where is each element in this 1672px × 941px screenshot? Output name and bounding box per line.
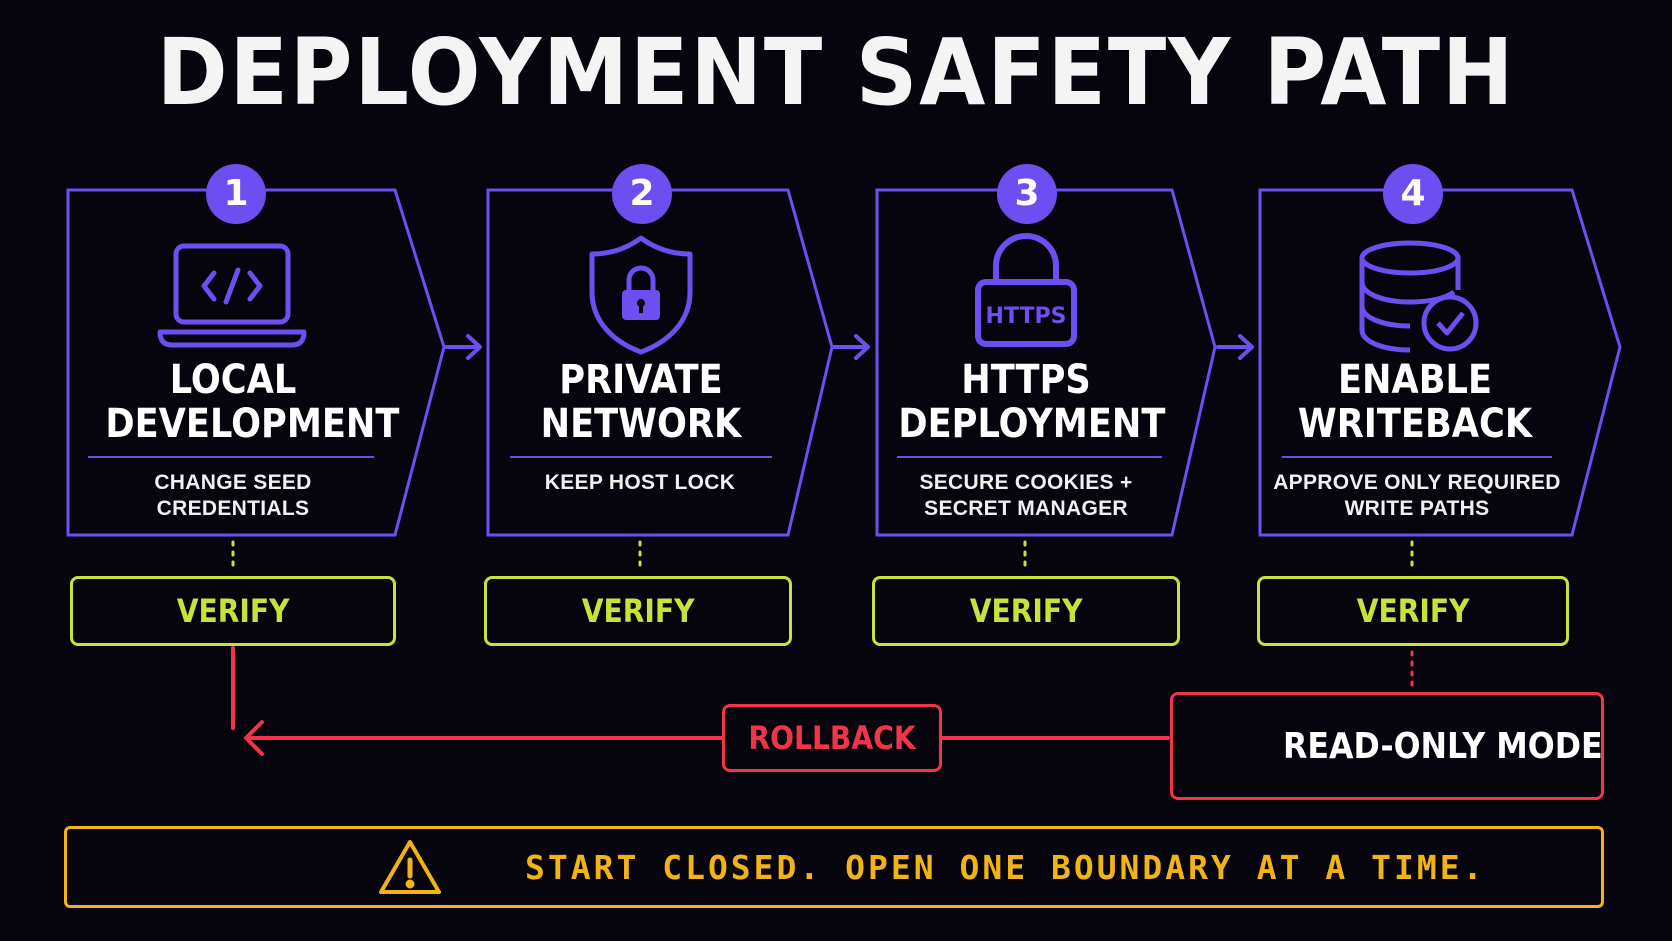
step-1-divider: [88, 456, 374, 458]
step-3-title-line2: DEPLOYMENT: [898, 401, 1166, 447]
step-3-title-line1: HTTPS: [961, 357, 1091, 403]
step-badge-4: 4: [1383, 164, 1443, 224]
verify-button-2[interactable]: VERIFY: [484, 576, 792, 646]
step-badge-2: 2: [612, 164, 672, 224]
https-icon-text: HTTPS: [986, 304, 1067, 329]
step-4-divider: [1282, 456, 1552, 458]
step-3-title: HTTPS DEPLOYMENT: [898, 357, 1166, 447]
shield-lock-icon: [589, 235, 693, 355]
database-check-icon: [1359, 240, 1479, 353]
step-3-desc-line1: SECURE COOKIES +: [919, 471, 1133, 494]
step-2-title-line2: NETWORK: [540, 401, 742, 447]
step-2-title-line1: PRIVATE: [559, 357, 723, 403]
rollback-label: ROLLBACK: [748, 719, 916, 757]
step-1-title: LOCAL DEVELOPMENT: [105, 357, 400, 447]
rollback-path: [231, 646, 1170, 756]
read-only-mode-label: READ-ONLY MODE: [1283, 725, 1603, 767]
warning-icon: [379, 840, 441, 894]
step-2-title: PRIVATE NETWORK: [513, 358, 768, 446]
step-2-description: KEEP HOST LOCK: [490, 470, 790, 496]
step-4-description: APPROVE ONLY REQUIRED WRITE PATHS: [1262, 470, 1572, 522]
warning-banner: START CLOSED. OPEN ONE BOUNDARY AT A TIM…: [64, 826, 1604, 908]
step-1-title-line1: LOCAL: [169, 357, 297, 403]
verify-button-4[interactable]: VERIFY: [1257, 576, 1569, 646]
step-frame-1: [66, 188, 446, 537]
verify-label-4: VERIFY: [1356, 592, 1470, 630]
step-badge-3: 3: [997, 164, 1057, 224]
step-3-description: SECURE COOKIES + SECRET MANAGER: [876, 470, 1176, 522]
step-4-title: ENABLE WRITEBACK: [1287, 358, 1542, 446]
step-4-desc-line2: WRITE PATHS: [1344, 497, 1490, 520]
step-frame-2: [486, 188, 834, 537]
step-badge-1: 1: [206, 164, 266, 224]
step-4-desc-line1: APPROVE ONLY REQUIRED: [1273, 471, 1561, 494]
step-frame-3: [875, 188, 1217, 537]
warning-banner-text: START CLOSED. OPEN ONE BOUNDARY AT A TIM…: [525, 847, 1486, 887]
laptop-code-icon: [157, 243, 307, 348]
step-2-divider: [510, 456, 772, 458]
step-1-description: CHANGE SEED CREDENTIALS: [78, 470, 388, 522]
connector-arrow-1-2: [444, 334, 482, 360]
step-1-title-line2: DEVELOPMENT: [105, 401, 400, 447]
step-3-desc-line2: SECRET MANAGER: [924, 497, 1128, 520]
step-frame-4: [1258, 188, 1622, 537]
page-title: DEPLOYMENT SAFETY PATH: [156, 19, 1516, 126]
step-1-desc-line1: CHANGE SEED CREDENTIALS: [154, 471, 312, 520]
https-padlock-icon: HTTPS: [975, 233, 1077, 347]
read-only-mode-box: READ-ONLY MODE: [1170, 692, 1604, 800]
step-2-desc-line1: KEEP HOST LOCK: [544, 471, 736, 494]
step-4-title-line2: WRITEBACK: [1297, 401, 1533, 447]
verify-button-3[interactable]: VERIFY: [872, 576, 1180, 646]
rollback-button[interactable]: ROLLBACK: [722, 704, 942, 772]
connector-arrow-2-3: [832, 334, 870, 360]
verify-button-1[interactable]: VERIFY: [70, 576, 396, 646]
verify-label-2: VERIFY: [581, 592, 695, 630]
verify-label-1: VERIFY: [176, 592, 290, 630]
verify-label-3: VERIFY: [969, 592, 1083, 630]
step-4-title-line1: ENABLE: [1337, 357, 1493, 403]
step-3-divider: [897, 456, 1162, 458]
connector-arrow-3-4: [1216, 334, 1254, 360]
